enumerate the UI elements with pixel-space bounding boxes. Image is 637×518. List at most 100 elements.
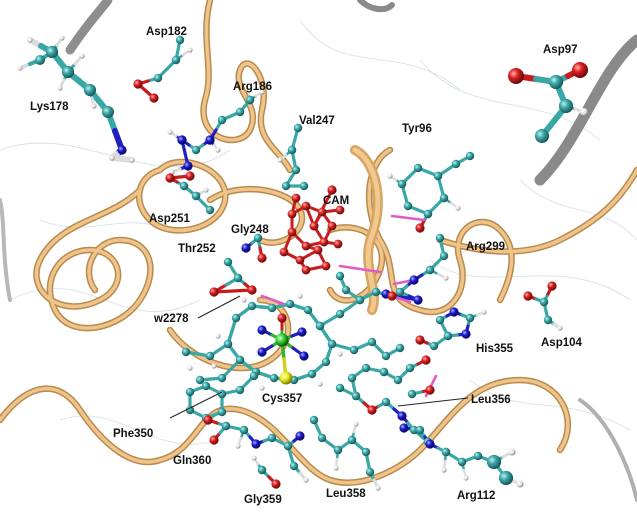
atom-carbon	[435, 315, 445, 325]
atom-carbon	[291, 165, 301, 175]
atom-hydrogen	[57, 85, 63, 91]
atom-hydrogen	[211, 363, 217, 369]
atom-carbon	[181, 347, 191, 357]
atom-carbon	[171, 55, 181, 65]
atom-oxygen	[523, 291, 533, 301]
label-asp251: Asp251	[149, 213, 191, 225]
atom-ligand	[301, 201, 311, 211]
atom-carbon	[361, 363, 371, 373]
molecular-atoms	[17, 35, 588, 491]
atom-hydrogen	[481, 309, 487, 315]
atom-carbon	[223, 257, 233, 267]
atom-carbon	[253, 233, 263, 243]
atom-carbon	[102, 106, 114, 118]
atom-ligand	[309, 221, 319, 231]
atom-carbon	[351, 391, 361, 401]
atom-ligand	[287, 209, 297, 219]
atom-carbon	[217, 115, 227, 125]
atom-carbon	[349, 345, 359, 355]
atom-ligand	[321, 261, 331, 271]
atom-carbon	[367, 337, 377, 347]
atom-carbon	[233, 273, 243, 283]
atom-carbon	[425, 265, 435, 275]
atom-carbon	[371, 287, 381, 297]
atom-carbon	[185, 405, 195, 415]
atom-carbon	[303, 305, 313, 315]
atom-ligand	[301, 265, 311, 275]
atom-ligand	[279, 247, 289, 257]
atom-carbon	[473, 451, 483, 461]
atom-carbon	[179, 181, 189, 191]
atom-carbon	[441, 447, 451, 457]
atom-ligand	[287, 227, 297, 237]
atom-hydrogen	[463, 475, 469, 481]
atom-oxygen	[247, 285, 257, 295]
atom-oxygen	[209, 435, 219, 445]
atom-hydrogen	[167, 129, 173, 135]
atom-carbon	[247, 301, 257, 311]
atom-nitrogen	[299, 351, 309, 361]
atom-carbon	[393, 375, 403, 385]
atom-carbon	[423, 209, 433, 219]
atom-carbon	[443, 331, 453, 341]
atom-carbon	[315, 321, 325, 331]
atom-nitrogen	[397, 411, 407, 421]
atom-oxygen	[185, 171, 195, 181]
atom-nitrogen	[251, 439, 261, 449]
atom-oxygen	[415, 223, 425, 233]
atom-oxygen	[257, 253, 267, 263]
atom-carbon	[539, 297, 549, 307]
atom-carbon	[285, 299, 295, 309]
atom-nitrogen	[449, 307, 459, 317]
atom-carbon	[381, 351, 391, 361]
atom-carbon	[347, 435, 357, 445]
atom-ligand	[335, 205, 345, 215]
label-arg299: Arg299	[466, 241, 505, 253]
atom-carbon	[381, 397, 391, 407]
atom-nitrogen	[241, 243, 251, 253]
atom-oxygen	[387, 291, 397, 301]
atom-carbon	[405, 363, 415, 373]
atom-sulfur	[279, 371, 293, 385]
atom-oxygen	[572, 62, 588, 78]
atom-oxygen	[327, 185, 337, 195]
atom-hydrogen	[79, 53, 85, 59]
atom-nitrogen	[413, 295, 423, 305]
atom-carbon	[365, 467, 375, 477]
atom-carbon	[335, 309, 345, 319]
hydrogen-bonds	[260, 214, 438, 398]
atom-carbon	[415, 425, 425, 435]
atom-nitrogen	[295, 431, 305, 441]
atom-carbon	[451, 159, 461, 169]
atom-nitrogen	[399, 423, 409, 433]
label-his355: His355	[476, 343, 514, 355]
atom-carbon	[205, 351, 215, 361]
label-cam: CAM	[323, 195, 349, 207]
atom-carbon	[465, 313, 475, 323]
atom-nitrogen	[257, 347, 267, 357]
atom-carbon	[221, 421, 231, 431]
atom-hydrogen	[516, 480, 524, 488]
atom-hydrogen	[259, 385, 265, 391]
atom-carbon	[309, 415, 319, 425]
atom-hydrogen	[241, 297, 247, 303]
atom-carbon	[361, 447, 371, 457]
atom-carbon	[397, 179, 407, 189]
atom-ligand	[313, 245, 323, 255]
atom-carbon	[235, 385, 245, 395]
atom-carbon	[153, 73, 163, 83]
atom-carbon	[191, 191, 201, 201]
atom-ligand	[301, 241, 311, 251]
atom-hydrogen	[353, 421, 359, 427]
atom-carbon	[239, 425, 249, 435]
label-w2278: w2278	[153, 313, 189, 325]
atom-hydrogen	[169, 169, 175, 175]
atom-nitrogen	[425, 439, 435, 449]
atom-carbon	[433, 171, 443, 181]
atom-nitrogen	[297, 327, 307, 337]
atom-carbon	[84, 84, 96, 96]
atom-carbon	[457, 457, 467, 467]
atom-carbon	[175, 35, 185, 45]
atom-carbon	[191, 145, 201, 155]
atom-carbon	[217, 389, 227, 399]
